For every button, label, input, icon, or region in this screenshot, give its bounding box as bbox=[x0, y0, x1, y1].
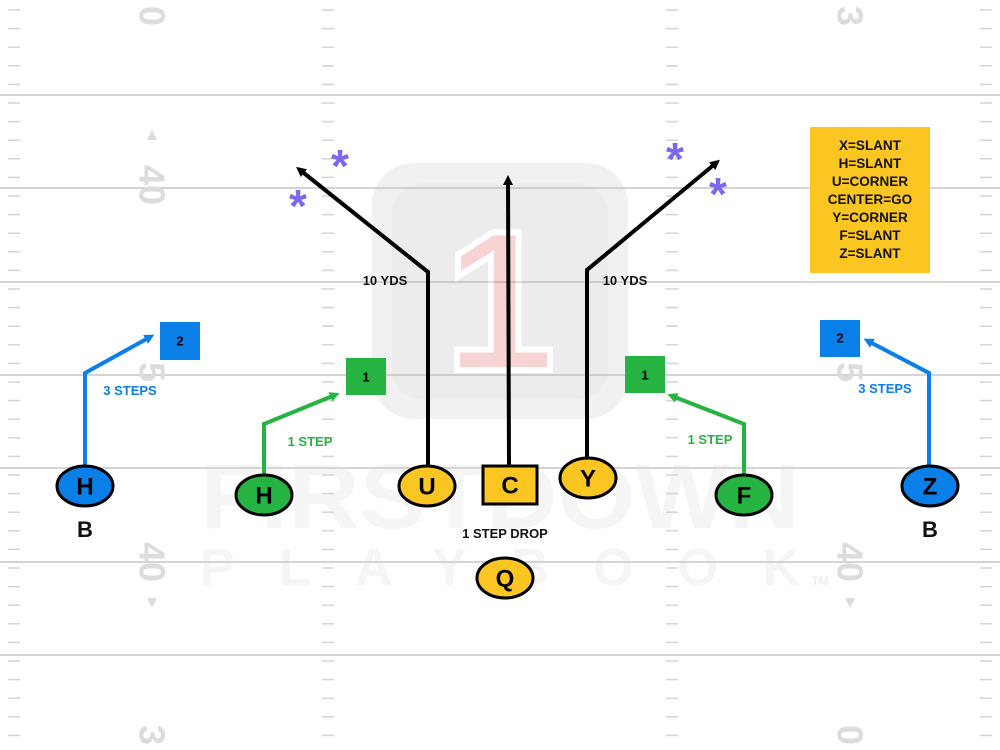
marker-blue-left-label: 2 bbox=[176, 334, 183, 349]
route-tight-right bbox=[585, 159, 720, 460]
marker-blue-right bbox=[820, 320, 860, 357]
legend-line: Z=SLANT bbox=[839, 246, 901, 261]
player-center bbox=[481, 464, 539, 506]
yard-number: 3 bbox=[830, 6, 871, 26]
legend-line: F=SLANT bbox=[839, 228, 901, 243]
defenders: * * * * bbox=[289, 133, 727, 232]
route-wr-left bbox=[83, 334, 155, 466]
player-quarterback-label: Q bbox=[496, 566, 515, 593]
marker-green-left bbox=[346, 358, 386, 395]
player-tight-right bbox=[558, 456, 618, 500]
watermark-tm: TM bbox=[811, 574, 828, 588]
player-wr-right-label: Z bbox=[923, 474, 938, 501]
yard-direction-icon bbox=[147, 130, 157, 140]
routes bbox=[83, 159, 931, 476]
yard-number: 3 bbox=[132, 725, 173, 745]
logo-number: 1 bbox=[444, 190, 555, 413]
route-center bbox=[503, 175, 514, 467]
yard-direction-icon bbox=[147, 598, 157, 608]
label-b-left: B bbox=[77, 517, 93, 542]
marker-green-left-label: 1 bbox=[362, 370, 369, 385]
legend-line: Y=CORNER bbox=[832, 210, 908, 225]
legend-line: U=CORNER bbox=[831, 174, 909, 189]
player-wr-left bbox=[55, 464, 115, 508]
player-slot-right bbox=[714, 473, 774, 517]
player-quarterback bbox=[475, 556, 535, 600]
legend-line: CENTER=GO bbox=[827, 192, 913, 207]
route-slot-left bbox=[262, 392, 340, 476]
step-markers: 2 2 1 1 bbox=[160, 320, 860, 395]
yard-number: 40 bbox=[830, 542, 871, 582]
defender-icon: * bbox=[666, 133, 684, 185]
label-b-right: B bbox=[922, 517, 938, 542]
yard-number: 5 bbox=[132, 362, 173, 382]
label-three-steps-left: 3 STEPS bbox=[103, 383, 157, 398]
label-ten-yds-left: 10 YDS bbox=[363, 273, 408, 288]
label-three-steps-right: 3 STEPS bbox=[858, 381, 912, 396]
marker-blue-right-label: 2 bbox=[836, 331, 843, 346]
defender-icon: * bbox=[289, 180, 307, 232]
yard-direction-icon bbox=[845, 598, 855, 608]
route-tight-left bbox=[296, 166, 430, 466]
route-labels: 3 STEPS 3 STEPS 1 STEP 1 STEP 10 YDS 10 … bbox=[77, 273, 938, 542]
route-wr-right bbox=[863, 338, 931, 466]
player-wr-left-label: H bbox=[76, 474, 93, 501]
player-wr-right bbox=[900, 464, 960, 508]
label-one-step-left: 1 STEP bbox=[288, 434, 333, 449]
label-one-step-right: 1 STEP bbox=[688, 432, 733, 447]
player-slot-left-label: H bbox=[255, 483, 272, 510]
player-center-label: C bbox=[501, 473, 518, 500]
legend-line: H=SLANT bbox=[838, 156, 902, 171]
defender-icon: * bbox=[709, 168, 727, 220]
yard-number: 0 bbox=[830, 725, 871, 745]
player-tight-right-label: Y bbox=[580, 466, 596, 493]
players: H H U C Y F Z Q bbox=[55, 456, 960, 600]
player-slot-left bbox=[234, 473, 294, 517]
route-slot-right bbox=[667, 393, 746, 476]
label-qb-drop: 1 STEP DROP bbox=[462, 526, 548, 541]
yard-number: 0 bbox=[132, 6, 173, 26]
logo-badge bbox=[372, 163, 628, 419]
player-tight-left bbox=[397, 464, 457, 508]
label-ten-yds-right: 10 YDS bbox=[603, 273, 648, 288]
legend-line: X=SLANT bbox=[839, 138, 901, 153]
assignment-legend: X=SLANT H=SLANT U=CORNER CENTER=GO Y=COR… bbox=[810, 127, 930, 273]
yard-number: 5 bbox=[830, 362, 871, 382]
defender-icon: * bbox=[331, 140, 349, 192]
marker-green-right bbox=[625, 356, 665, 393]
marker-green-right-label: 1 bbox=[641, 368, 648, 383]
player-tight-left-label: U bbox=[418, 474, 435, 501]
watermark-logo: 1 FIRSTDOWN PLAYBOOK TM bbox=[200, 163, 829, 597]
player-slot-right-label: F bbox=[737, 483, 752, 510]
yard-number: 40 bbox=[132, 165, 173, 205]
yard-number: 40 bbox=[132, 542, 173, 582]
marker-blue-left bbox=[160, 322, 200, 360]
